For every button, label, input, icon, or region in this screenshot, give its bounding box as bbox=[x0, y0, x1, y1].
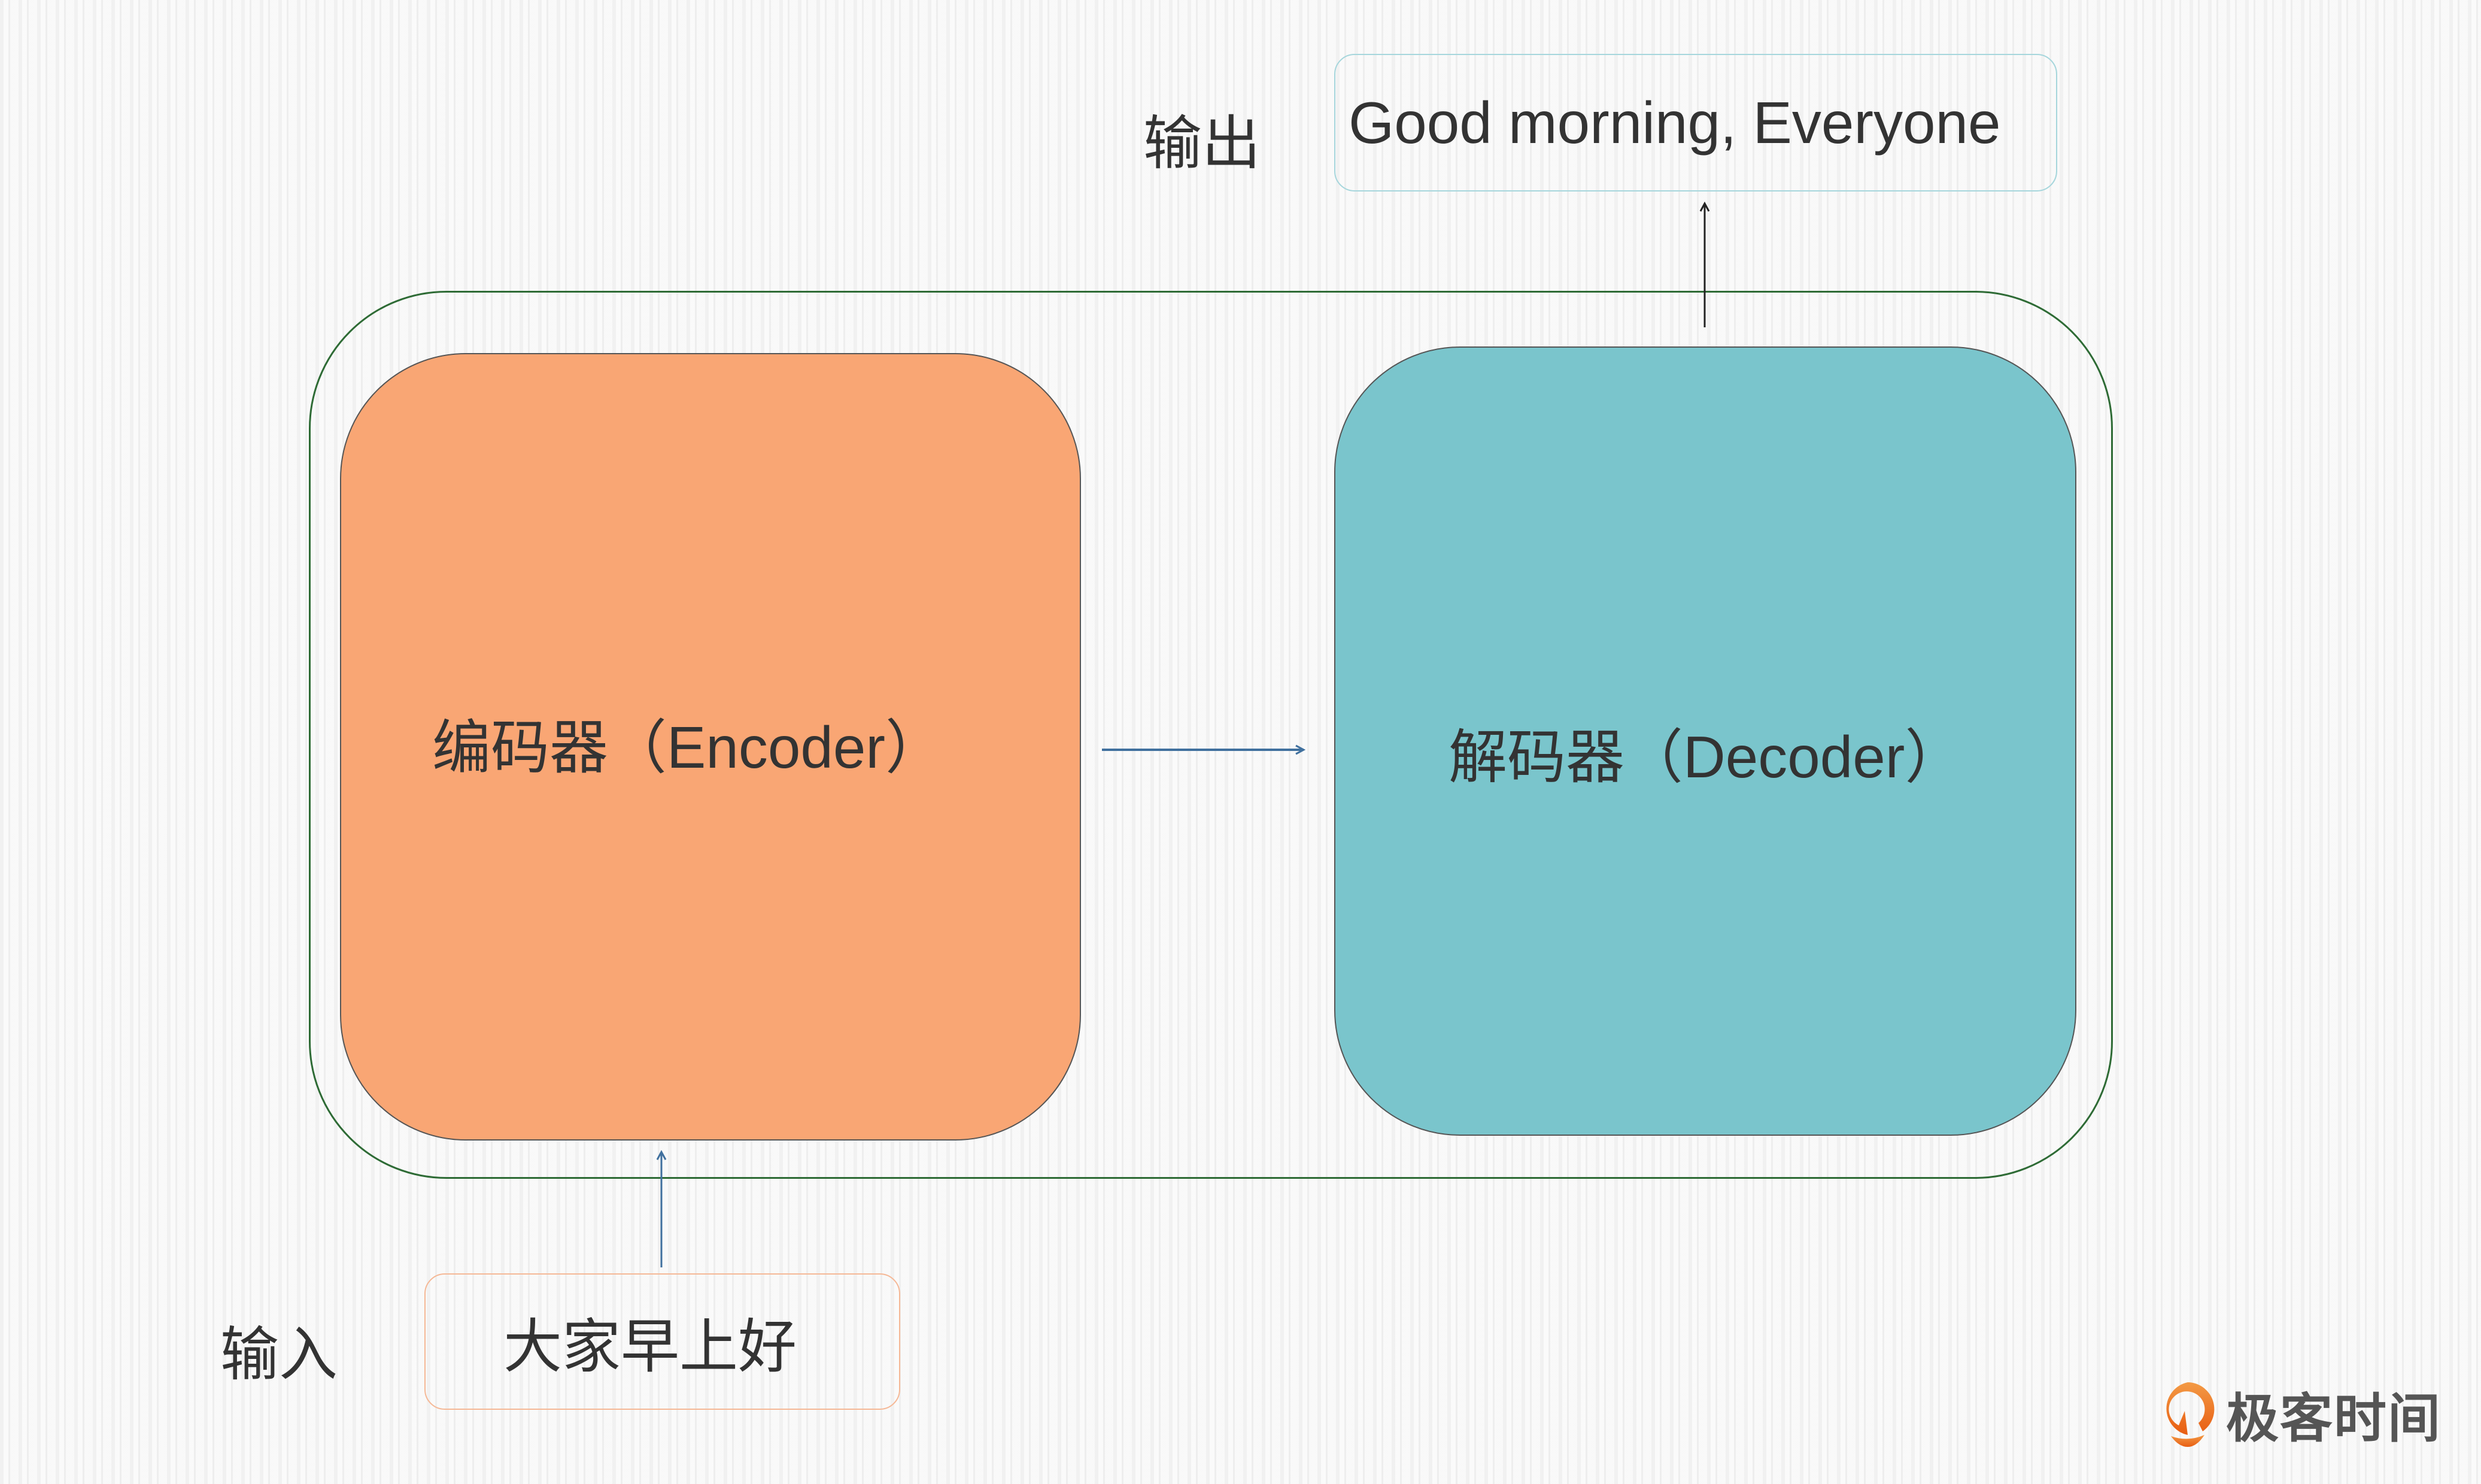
input-box: 大家早上好 bbox=[424, 1273, 900, 1410]
input-label: 输入 bbox=[220, 1321, 338, 1387]
encoder-label: 编码器（Encoder） bbox=[432, 714, 945, 780]
output-label: 输出 bbox=[1143, 110, 1261, 176]
geektime-logo-icon bbox=[2166, 1382, 2215, 1447]
output-box: Good morning, Everyone bbox=[1334, 54, 2057, 191]
output-text: Good morning, Everyone bbox=[1349, 89, 2001, 156]
decoder-block bbox=[1334, 346, 2076, 1136]
decoder-label: 解码器（Decoder） bbox=[1448, 724, 1964, 790]
logo-text: 极客时间 bbox=[2226, 1389, 2442, 1448]
encoder-decoder-container bbox=[309, 291, 2113, 1179]
encoder-block bbox=[340, 353, 1081, 1141]
geektime-logo: 极客时间 bbox=[2158, 1376, 2441, 1452]
input-text: 大家早上好 bbox=[503, 1313, 797, 1379]
